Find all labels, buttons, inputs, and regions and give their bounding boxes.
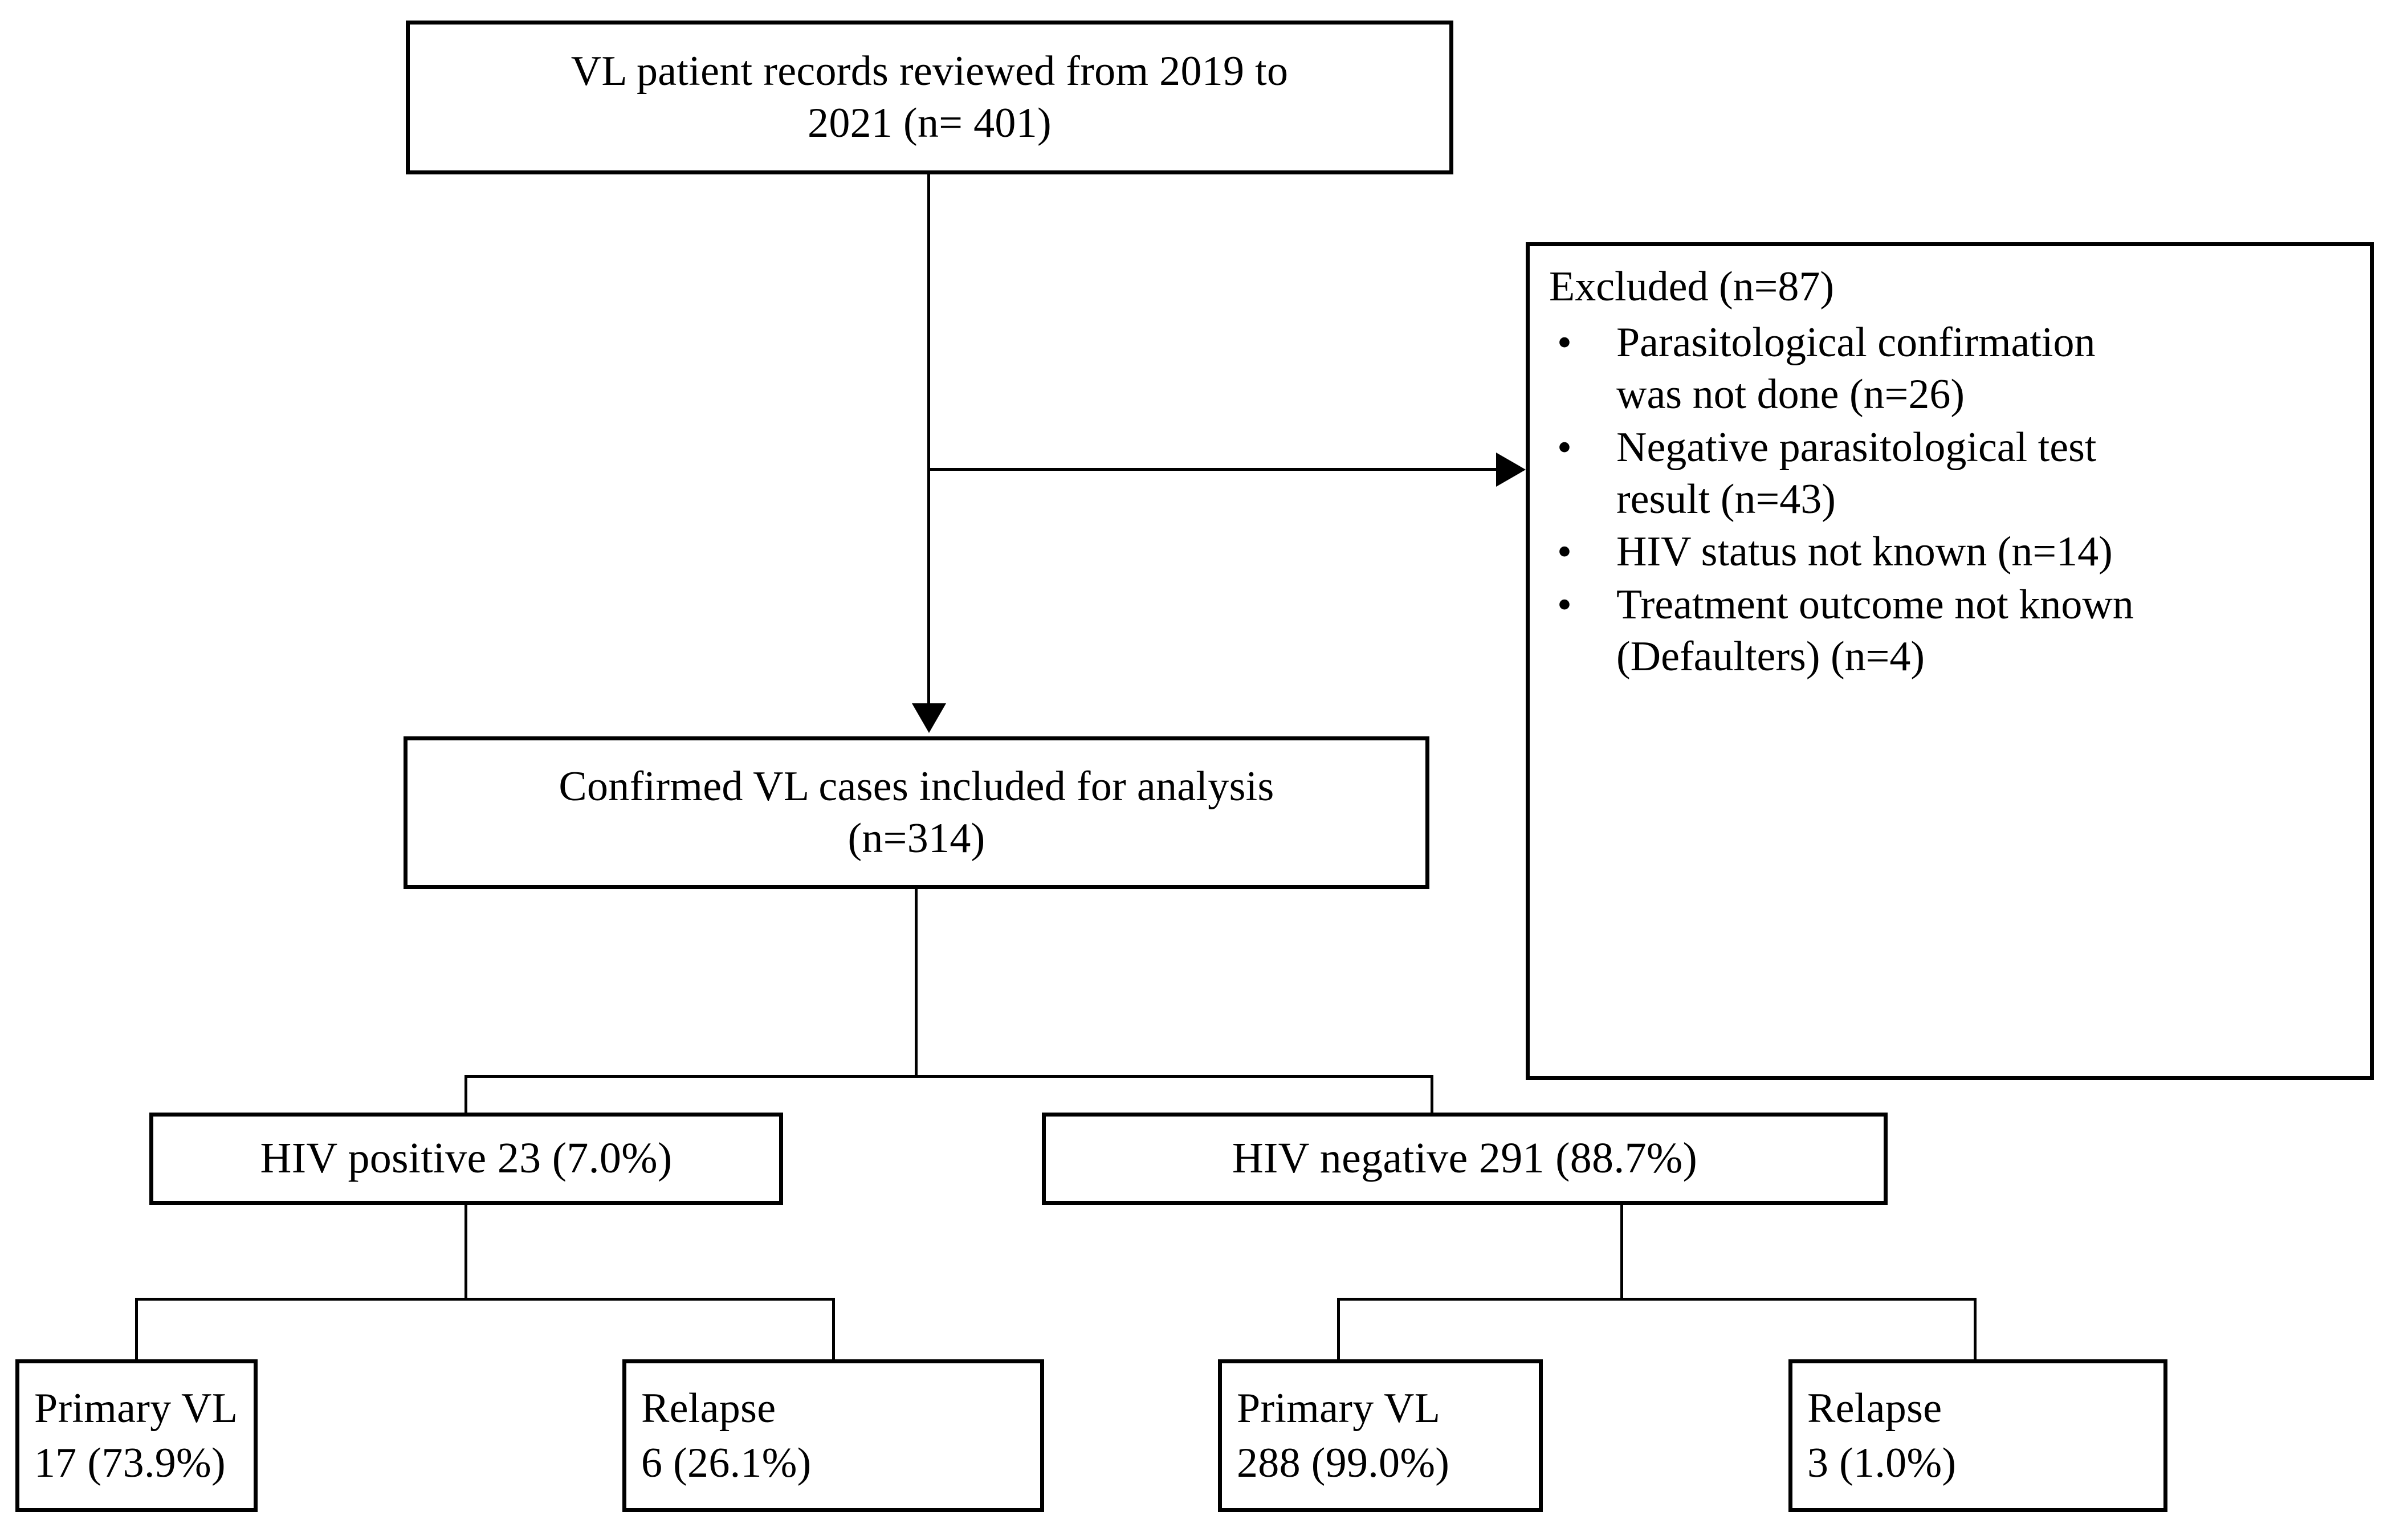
node-leaf-line2: 17 (73.9%)	[34, 1440, 226, 1486]
connector-hiv-positive-split-bar	[135, 1298, 835, 1301]
connector-hiv-negative-stem	[1620, 1204, 1623, 1300]
node-leaf-line1: Primary VL	[34, 1384, 238, 1432]
connector-hiv-split-bar	[464, 1075, 1433, 1078]
node-confirmed-line1: Confirmed VL cases included for analysis	[559, 763, 1274, 810]
excluded-reason-item: • Parasitological confirmation was not d…	[1549, 317, 2356, 421]
excluded-reason-line2: was not done (n=26)	[1616, 371, 1965, 418]
bullet-icon: •	[1557, 319, 1572, 366]
node-hiv-negative: HIV negative 291 (88.7%)	[1042, 1113, 1888, 1205]
connector-source-to-confirmed	[927, 174, 930, 704]
arrowhead-into-confirmed	[912, 703, 946, 733]
connector-to-leaf-pos-primary	[135, 1298, 138, 1360]
node-source-records: VL patient records reviewed from 2019 to…	[406, 21, 1453, 174]
excluded-reason-line1: Negative parasitological test	[1616, 423, 2097, 471]
node-excluded: Excluded (n=87) • Parasitological confir…	[1526, 242, 2374, 1080]
excluded-reason-line2: result (n=43)	[1616, 475, 1836, 523]
excluded-reason-item: • Treatment outcome not known (Defaulter…	[1549, 579, 2356, 683]
node-source-line1: VL patient records reviewed from 2019 to	[571, 47, 1289, 95]
node-leaf-line2: 6 (26.1%)	[641, 1440, 812, 1486]
node-leaf-line2: 288 (99.0%)	[1237, 1440, 1450, 1486]
connector-to-leaf-pos-relapse	[832, 1298, 835, 1360]
node-confirmed-line2: (n=314)	[847, 815, 985, 862]
node-hiv-positive-primary-vl: Primary VL 17 (73.9%)	[15, 1359, 258, 1512]
connector-hiv-positive-stem	[464, 1204, 467, 1300]
connector-confirmed-stem	[915, 889, 918, 1077]
node-leaf-line2: 3 (1.0%)	[1807, 1440, 1957, 1486]
excluded-reason-line1: HIV status not known (n=14)	[1616, 528, 2113, 576]
connector-to-leaf-neg-relapse	[1974, 1298, 1977, 1360]
excluded-reason-list: • Parasitological confirmation was not d…	[1549, 317, 2356, 684]
node-source-line2: 2021 (n= 401)	[808, 100, 1052, 146]
node-hiv-negative-relapse: Relapse 3 (1.0%)	[1788, 1359, 2167, 1512]
excluded-reason-item: • Negative parasitological test result (…	[1549, 422, 2356, 526]
node-leaf-line1: Relapse	[641, 1384, 776, 1432]
connector-to-leaf-neg-primary	[1337, 1298, 1340, 1360]
bullet-icon: •	[1557, 581, 1572, 628]
connector-to-hiv-negative	[1431, 1075, 1433, 1114]
node-excluded-title: Excluded (n=87)	[1549, 263, 1834, 310]
connector-source-to-excluded	[927, 468, 1497, 471]
arrowhead-into-excluded	[1496, 453, 1526, 487]
excluded-reason-item: • HIV status not known (n=14)	[1549, 526, 2356, 578]
node-confirmed-cases: Confirmed VL cases included for analysis…	[404, 736, 1429, 889]
excluded-reason-line1: Treatment outcome not known	[1616, 581, 2134, 628]
connector-to-hiv-positive	[464, 1075, 467, 1114]
node-hiv-positive-relapse: Relapse 6 (26.1%)	[622, 1359, 1044, 1512]
excluded-reason-line1: Parasitological confirmation	[1616, 319, 2096, 366]
node-hiv-negative-primary-vl: Primary VL 288 (99.0%)	[1218, 1359, 1543, 1512]
excluded-reason-line2: (Defaulters) (n=4)	[1616, 633, 1925, 680]
node-leaf-line1: Primary VL	[1237, 1384, 1441, 1432]
node-hiv-positive-label: HIV positive 23 (7.0%)	[260, 1134, 673, 1183]
bullet-icon: •	[1557, 528, 1572, 576]
node-hiv-negative-label: HIV negative 291 (88.7%)	[1232, 1134, 1698, 1183]
connector-hiv-negative-split-bar	[1337, 1298, 1977, 1301]
node-hiv-positive: HIV positive 23 (7.0%)	[149, 1113, 783, 1205]
bullet-icon: •	[1557, 423, 1572, 471]
node-leaf-line1: Relapse	[1807, 1384, 1942, 1432]
